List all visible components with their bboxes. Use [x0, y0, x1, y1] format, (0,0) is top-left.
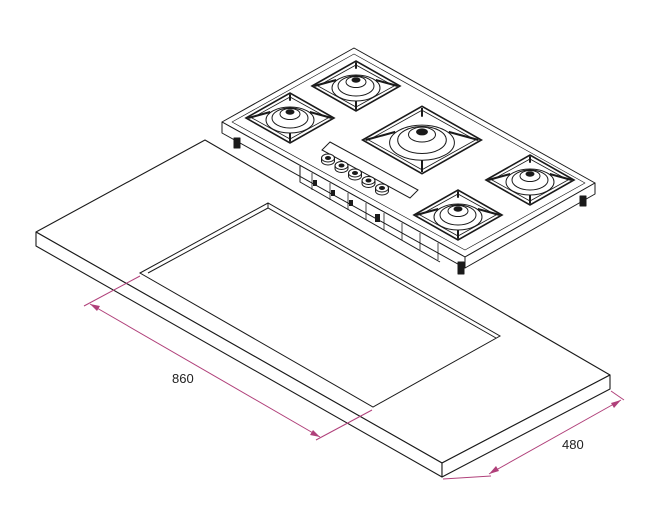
cutout-opening [138, 202, 502, 408]
hob-underbody-connectors [313, 180, 380, 222]
depth-dimension-label: 480 [562, 437, 584, 452]
depth-dimension-line [488, 399, 622, 475]
control-knob-4[interactable] [361, 176, 376, 188]
burners [244, 60, 576, 241]
pan-support [310, 60, 402, 112]
control-knob-3[interactable] [348, 168, 362, 181]
pan-support [360, 105, 484, 175]
burner-3 [360, 105, 484, 175]
hob-foot [457, 261, 465, 275]
width-extension-left [83, 275, 141, 307]
hob-side-bezel [464, 182, 596, 269]
width-extension-right [315, 409, 373, 441]
hob-underbody-ribs [311, 173, 439, 260]
countertop [35, 139, 611, 478]
burner-1 [310, 60, 402, 112]
dimension-depth [442, 390, 625, 480]
control-rail [321, 141, 419, 199]
control-knob-1[interactable] [321, 153, 335, 166]
burner-2 [244, 92, 336, 144]
hob-foot [579, 195, 587, 207]
burner-5 [412, 189, 504, 241]
depth-extension-front [442, 475, 492, 480]
pan-support [412, 189, 504, 241]
cutout [138, 202, 502, 408]
width-dimension-label: 860 [172, 371, 194, 386]
control-knob-5[interactable] [375, 183, 389, 196]
width-dimension-line [89, 303, 321, 438]
pan-support [484, 154, 576, 206]
countertop-side-edge [441, 374, 611, 478]
control-knob-2[interactable] [334, 161, 349, 173]
pan-support [244, 92, 336, 144]
depth-extension-back [610, 390, 625, 401]
control-knobs [321, 153, 389, 196]
dimension-width [83, 275, 373, 441]
hob-foot [233, 137, 241, 149]
burner-4 [484, 154, 576, 206]
